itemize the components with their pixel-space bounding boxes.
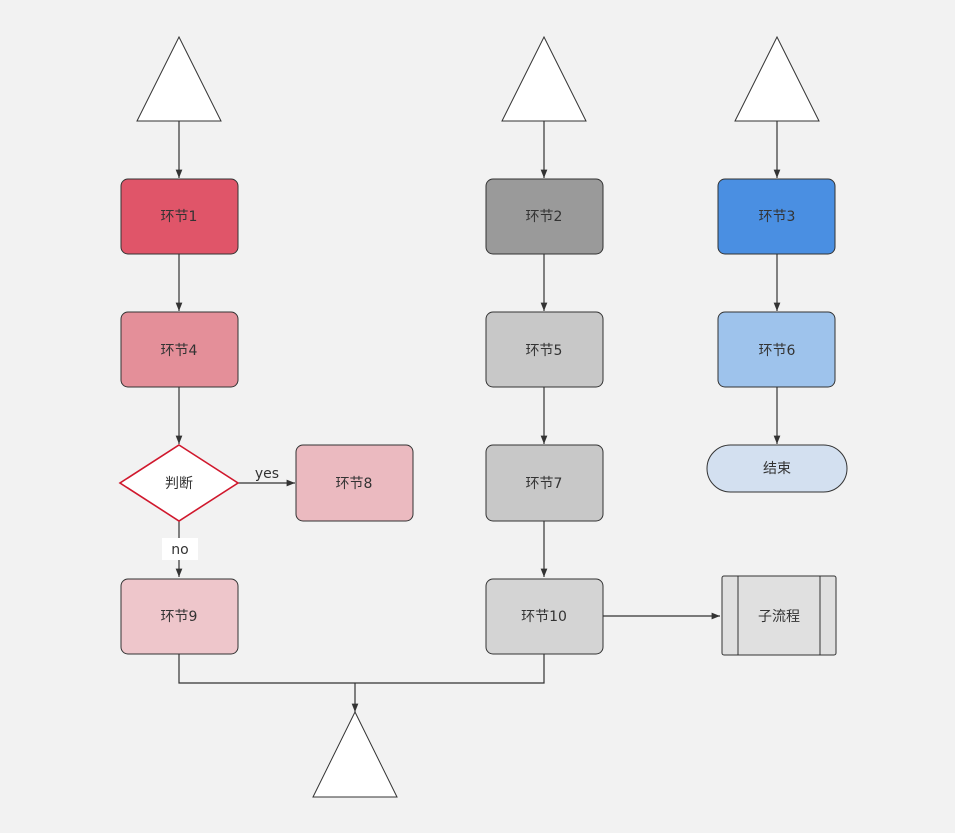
decision-diamond[interactable] (118, 444, 240, 522)
step3-shape[interactable] (717, 178, 836, 255)
step7-label: 环节7 (526, 476, 563, 492)
step1-shape[interactable] (120, 178, 239, 255)
subprocess-shape[interactable] (721, 575, 837, 656)
step6-label: 环节6 (759, 343, 796, 359)
step10-label: 环节10 (521, 609, 567, 625)
node-step1[interactable]: 环节1 (120, 178, 239, 255)
step5-label: 环节5 (526, 343, 563, 359)
step5-shape[interactable] (485, 311, 604, 388)
node-subprocess[interactable]: 子流程 (721, 575, 837, 656)
edge-step10-merge (355, 654, 545, 684)
step8-label: 环节8 (336, 476, 373, 492)
step4-shape[interactable] (120, 311, 239, 388)
node-step2[interactable]: 环节2 (485, 178, 604, 255)
end-terminator[interactable] (706, 444, 848, 493)
end-triangle[interactable] (312, 710, 398, 798)
node-step6[interactable]: 环节6 (717, 311, 836, 388)
step9-shape[interactable] (120, 578, 239, 655)
node-step10[interactable]: 环节10 (485, 578, 604, 655)
node-step5[interactable]: 环节5 (485, 311, 604, 388)
start-triangle-1[interactable] (136, 35, 222, 122)
node-decision[interactable]: 判断 (118, 444, 240, 522)
end-label: 结束 (763, 461, 791, 477)
decision-label: 判断 (165, 476, 193, 492)
node-step7[interactable]: 环节7 (485, 444, 604, 522)
no-label-bg (162, 538, 198, 560)
step10-shape[interactable] (485, 578, 604, 655)
step3-label: 环节3 (759, 209, 796, 225)
edge-label-yes: yes (255, 466, 279, 482)
node-step3[interactable]: 环节3 (717, 178, 836, 255)
node-step8[interactable]: 环节8 (295, 444, 414, 522)
edge-label-no: no (171, 542, 188, 558)
step8-shape[interactable] (295, 444, 414, 522)
connectors (175, 121, 781, 712)
step4-label: 环节4 (161, 343, 198, 359)
start-triangle-2[interactable] (501, 35, 587, 122)
step2-shape[interactable] (485, 178, 604, 255)
step6-shape[interactable] (717, 311, 836, 388)
step1-label: 环节1 (161, 209, 198, 225)
start-triangle-3[interactable] (734, 35, 820, 122)
step2-label: 环节2 (526, 209, 563, 225)
step7-shape[interactable] (485, 444, 604, 522)
subprocess-label: 子流程 (758, 609, 800, 625)
node-step4[interactable]: 环节4 (120, 311, 239, 388)
node-step9[interactable]: 环节9 (120, 578, 239, 655)
edge-step9-merge (178, 654, 355, 684)
step9-label: 环节9 (161, 609, 198, 625)
node-end[interactable]: 结束 (706, 444, 848, 493)
